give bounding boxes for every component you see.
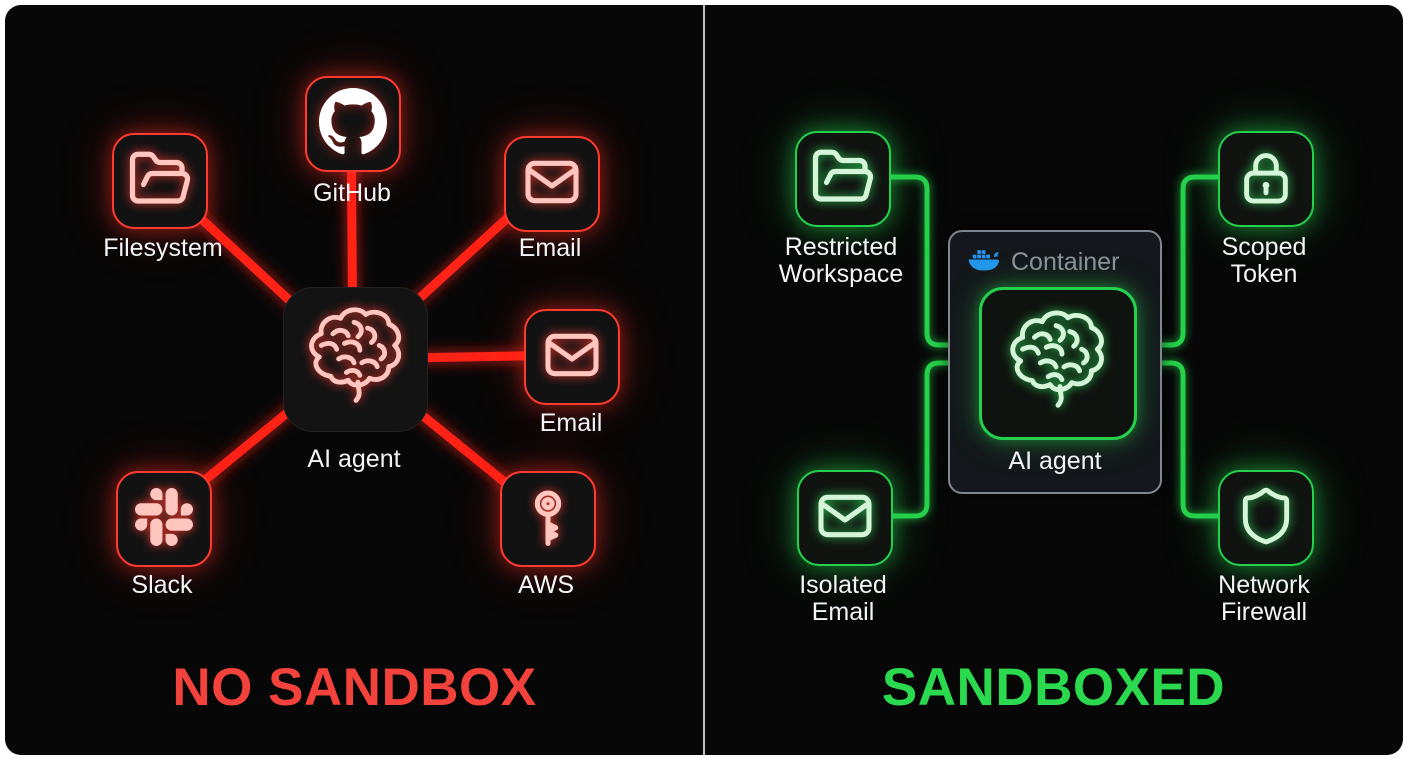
mail-icon — [520, 150, 584, 219]
container-label: Container — [1011, 247, 1120, 276]
folder-open-icon — [810, 144, 876, 215]
lock-icon — [1235, 146, 1297, 213]
node-github — [305, 76, 401, 172]
panel-divider — [703, 5, 705, 755]
title-sandboxed: SANDBOXED — [881, 658, 1226, 717]
key-icon — [516, 485, 580, 554]
node-slack — [116, 471, 212, 567]
green-connector-lines — [885, 174, 1221, 519]
node-label-aws: AWS — [517, 571, 575, 599]
brain-icon — [298, 301, 414, 418]
node-label-scoped-token: Scoped Token — [1221, 233, 1307, 288]
container-box: Container AI agent — [948, 230, 1162, 494]
node-label-slack: Slack — [131, 571, 193, 599]
node-label-email-right: Email — [539, 409, 603, 437]
node-label-email-top: Email — [518, 234, 582, 262]
title-no-sandbox: NO SANDBOX — [172, 658, 537, 717]
mail-icon — [540, 323, 604, 392]
brain-icon — [999, 304, 1117, 423]
shield-icon — [1235, 485, 1297, 552]
node-email-right — [524, 309, 620, 405]
node-label-filesystem: Filesystem — [103, 234, 223, 262]
node-email-top — [504, 136, 600, 232]
slack-icon — [135, 487, 193, 551]
folder-open-icon — [127, 146, 193, 217]
node-aws — [500, 471, 596, 567]
node-restricted-workspace — [795, 131, 891, 227]
node-label-ai-agent-sandboxed: AI agent — [1008, 447, 1102, 475]
node-label-github: GitHub — [313, 179, 391, 207]
container-header: Container — [966, 246, 1119, 278]
diagram-canvas: Filesystem GitHub Email — [5, 5, 1403, 755]
node-label-ai-agent: AI agent — [307, 445, 401, 473]
node-label-network-firewall: Network Firewall — [1218, 571, 1310, 626]
node-ai-agent — [283, 287, 428, 432]
node-label-restricted-workspace: Restricted Workspace — [778, 233, 904, 288]
node-network-firewall — [1218, 470, 1314, 566]
node-ai-agent-sandboxed — [979, 287, 1137, 440]
node-filesystem — [112, 133, 208, 229]
node-label-isolated-email: Isolated Email — [799, 571, 887, 626]
node-isolated-email — [797, 470, 893, 566]
mail-icon — [813, 484, 877, 553]
docker-icon — [966, 246, 1002, 278]
node-scoped-token — [1218, 131, 1314, 227]
github-icon — [319, 87, 387, 161]
